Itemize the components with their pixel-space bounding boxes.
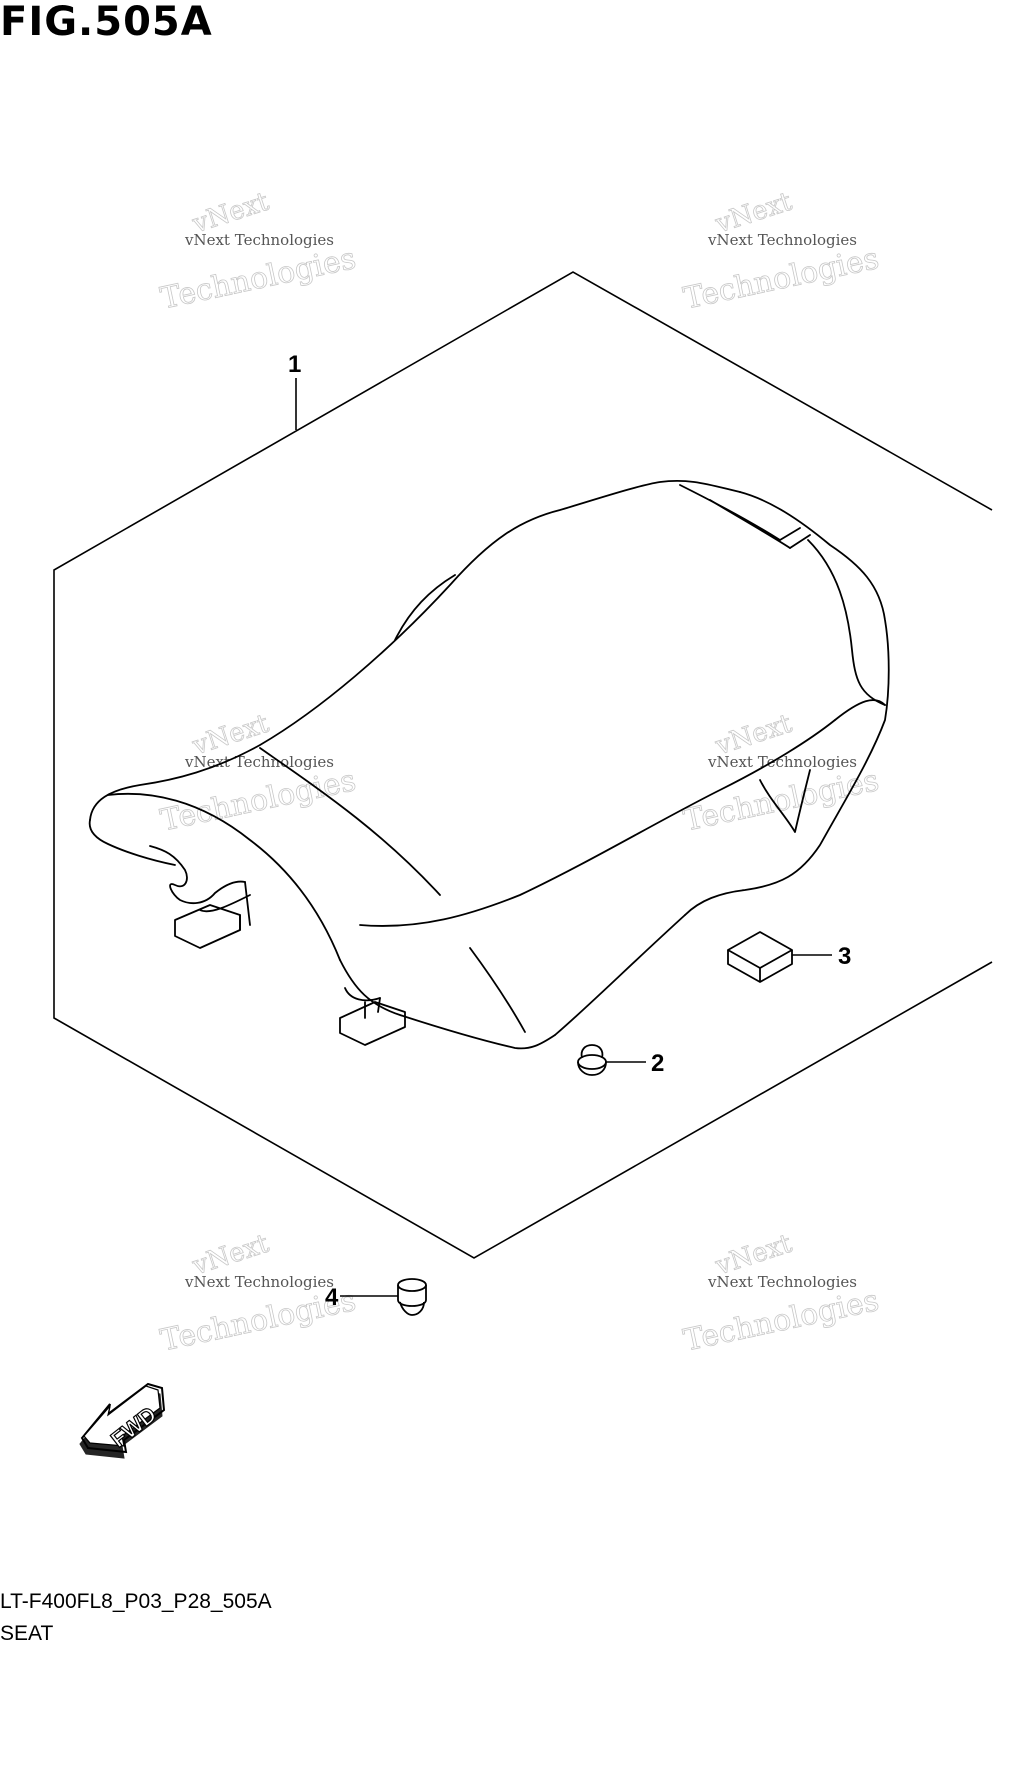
- part-2-grommet: [577, 1044, 607, 1076]
- callout-2-number: 2: [651, 1050, 664, 1077]
- svg-text:Technologies: Technologies: [158, 241, 359, 317]
- svg-text:vNext Technologies: vNext Technologies: [707, 231, 857, 249]
- fwd-direction-arrow: FWD: [79, 1382, 166, 1459]
- watermark-mid-left: vNext vNext Technologies Technologies: [157, 708, 359, 839]
- svg-text:Technologies: Technologies: [681, 1283, 882, 1359]
- callout-3-number: 3: [838, 943, 851, 970]
- diagram-code: LT-F400FL8_P03_P28_505A: [0, 1590, 272, 1613]
- svg-text:Technologies: Technologies: [681, 763, 882, 839]
- svg-text:Technologies: Technologies: [681, 241, 882, 317]
- watermark-top-left: vNext vNext Technologies Technologies: [157, 186, 359, 317]
- svg-text:vNext Technologies: vNext Technologies: [184, 753, 334, 771]
- svg-text:vNext Technologies: vNext Technologies: [707, 753, 857, 771]
- seat-drawing: [88, 479, 890, 1050]
- part-3-pad: [727, 931, 793, 983]
- watermark-bottom-right: vNext vNext Technologies Technologies: [680, 1228, 882, 1359]
- svg-text:vNext Technologies: vNext Technologies: [184, 231, 334, 249]
- assembly-outline: [53, 271, 993, 1259]
- callout-4-number: 4: [325, 1284, 339, 1311]
- watermark-top-right: vNext vNext Technologies Technologies: [680, 186, 882, 317]
- watermark-group: vNext vNext Technologies Technologies vN…: [157, 186, 882, 1359]
- diagram-part-name: SEAT: [0, 1622, 54, 1645]
- svg-text:vNext Technologies: vNext Technologies: [184, 1273, 334, 1291]
- watermark-mid-right: vNext vNext Technologies Technologies: [680, 708, 882, 839]
- svg-text:vNext Technologies: vNext Technologies: [707, 1273, 857, 1291]
- part-4-cushion: [397, 1278, 427, 1316]
- callout-1-number: 1: [288, 351, 301, 378]
- figure-title: FIG.505A: [0, 0, 213, 45]
